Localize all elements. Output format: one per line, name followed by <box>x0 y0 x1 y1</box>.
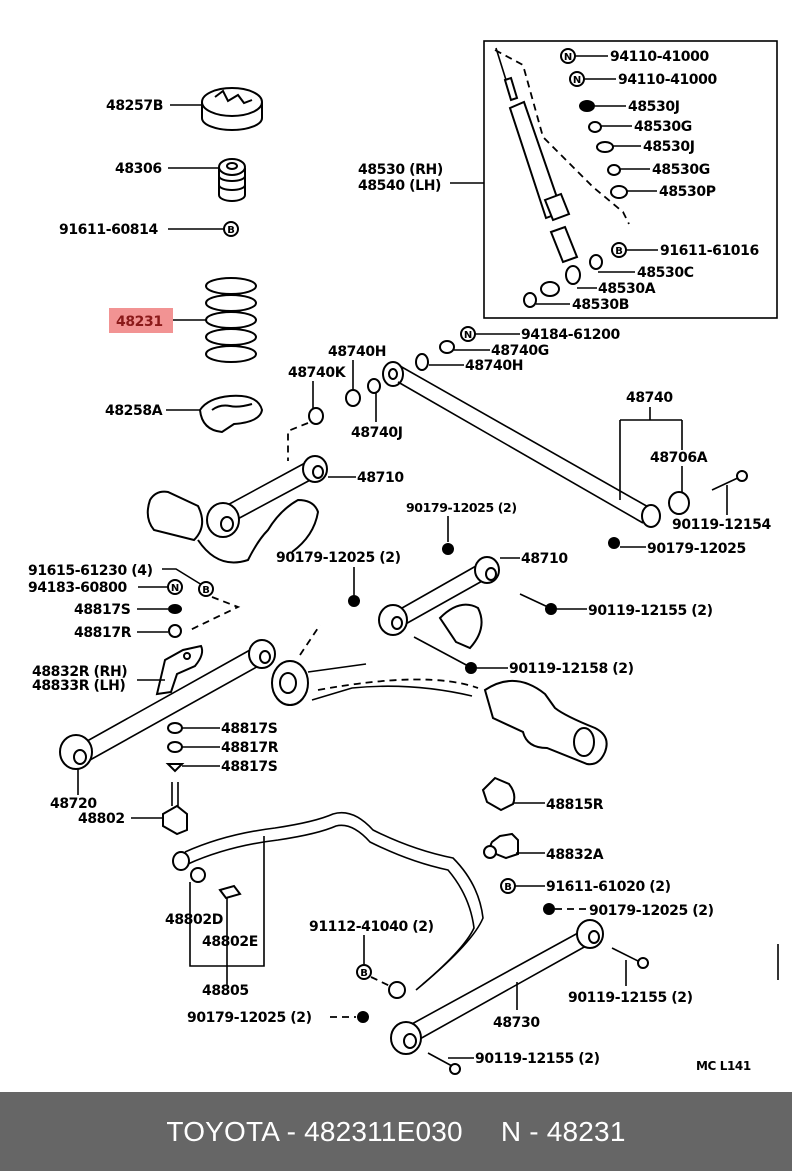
svg-text:N: N <box>464 330 472 341</box>
part-label[interactable]: 48530A <box>598 281 656 297</box>
part-label[interactable]: 48530B <box>572 297 629 313</box>
part-label[interactable]: 48817S <box>221 721 278 737</box>
upper-arm-48710-right-drawing <box>378 556 500 650</box>
bolt-symbol-icon: B <box>356 964 372 980</box>
shock-absorber-drawing <box>494 47 630 308</box>
part-label[interactable]: 48258A <box>105 403 163 419</box>
part-label[interactable]: 48832A <box>546 847 604 863</box>
spring-seat-48258A-drawing <box>198 394 264 434</box>
bushing-48815R-drawing <box>481 776 516 812</box>
part-label[interactable]: 48740K <box>288 365 347 381</box>
part-label[interactable]: 90179-12025 (2) <box>406 500 517 515</box>
bolt-symbol-icon: B <box>223 221 239 237</box>
svg-text:N: N <box>171 583 179 594</box>
part-label[interactable]: 48802 <box>78 811 125 827</box>
part-label[interactable]: 48306 <box>115 161 162 177</box>
part-label[interactable]: 48530C <box>637 265 694 281</box>
highlighted-part-label[interactable]: 48231 <box>116 314 163 330</box>
nut-symbol-icon: N <box>460 326 476 342</box>
diagram-code: MC L141 <box>696 1059 751 1073</box>
part-label[interactable]: 48740 <box>626 390 674 406</box>
parts-diagram: N N B 94110-41000 94110-41000 48530J 485… <box>28 40 779 1075</box>
stabilizer-bar-drawing <box>172 811 484 999</box>
part-label[interactable]: 91611-60814 <box>59 222 159 238</box>
part-label[interactable]: 90119-12155 (2) <box>588 603 713 619</box>
part-label[interactable]: 48530J <box>628 99 680 115</box>
part-label[interactable]: 48740H <box>465 358 523 374</box>
reference-number: N - 48231 <box>500 1115 626 1147</box>
svg-text:B: B <box>615 246 623 257</box>
part-label[interactable]: 48805 <box>202 983 249 999</box>
part-label[interactable]: 48730 <box>493 1015 541 1031</box>
bracket-48832A-drawing <box>483 832 519 860</box>
bolt-symbol-icon: B <box>611 242 627 258</box>
axle-housing-drawing <box>271 624 608 766</box>
bump-stopper-48257B-drawing <box>201 87 263 131</box>
part-label[interactable]: 48815R <box>546 797 604 813</box>
part-label[interactable]: 90119-12155 (2) <box>475 1051 600 1067</box>
bracket-48832R-drawing <box>155 644 204 696</box>
nut-symbol-icon: N <box>167 579 183 595</box>
part-label[interactable]: 90119-12154 <box>672 517 772 533</box>
bumper-48306-drawing <box>218 158 246 202</box>
part-label[interactable]: 90179-12025 <box>647 541 746 557</box>
part-label[interactable]: 48706A <box>650 450 708 466</box>
part-label[interactable]: 48740G <box>491 343 549 359</box>
bolt-symbol-icon: B <box>500 878 516 894</box>
svg-text:N: N <box>564 52 572 63</box>
bolt-symbol-icon: B <box>198 581 214 597</box>
part-label[interactable]: 48720 <box>50 796 98 812</box>
part-label[interactable]: 48740J <box>351 425 403 441</box>
part-label[interactable]: 48817R <box>221 740 279 756</box>
part-label[interactable]: 48802D <box>165 912 223 928</box>
lower-arm-48720-drawing <box>59 639 276 770</box>
nut-symbol-icon: N <box>560 48 576 64</box>
inset-border <box>483 40 778 319</box>
part-label[interactable]: 48833R (LH) <box>32 678 126 694</box>
svg-text:B: B <box>504 882 512 893</box>
part-info-footer: TOYOTA - 482311E030 N - 48231 <box>0 1092 792 1171</box>
part-label[interactable]: 94110-41000 <box>618 72 718 88</box>
part-label[interactable]: 90119-12158 (2) <box>509 661 634 677</box>
part-label[interactable]: 94184-61200 <box>521 327 621 343</box>
lateral-rod-48740-drawing <box>382 361 748 528</box>
upper-arm-48710-drawing <box>146 455 328 564</box>
part-label[interactable]: 48530J <box>643 139 695 155</box>
part-label[interactable]: 91112-41040 (2) <box>309 919 434 935</box>
part-label[interactable]: 48530P <box>659 184 716 200</box>
part-label[interactable]: 48817S <box>221 759 278 775</box>
part-label[interactable]: 90119-12155 (2) <box>568 990 693 1006</box>
part-label[interactable]: 90179-12025 (2) <box>276 550 401 566</box>
svg-text:N: N <box>573 75 581 86</box>
shock-absorber-inset: N N B 94110-41000 94110-41000 48530J 485… <box>483 40 778 319</box>
part-label[interactable]: 90179-12025 (2) <box>589 903 714 919</box>
part-label[interactable]: 48257B <box>106 98 163 114</box>
part-label[interactable]: 91615-61230 (4) <box>28 563 153 579</box>
svg-text:B: B <box>202 585 210 596</box>
part-label[interactable]: 48817R <box>74 625 132 641</box>
part-label[interactable]: 48530 (RH) <box>358 162 443 178</box>
part-label[interactable]: 48710 <box>357 470 405 486</box>
part-label[interactable]: 48530G <box>634 119 692 135</box>
brand-part-number: TOYOTA - 482311E030 <box>166 1115 463 1147</box>
part-label[interactable]: 90179-12025 (2) <box>187 1010 312 1026</box>
svg-text:B: B <box>360 968 368 979</box>
highlight-48231 <box>109 308 173 333</box>
part-label[interactable]: 48530G <box>652 162 710 178</box>
part-label[interactable]: 48817S <box>74 602 131 618</box>
part-label[interactable]: 48832R (RH) <box>32 664 128 680</box>
part-label[interactable]: 48710 <box>521 551 569 567</box>
part-label[interactable]: 48802E <box>202 934 258 950</box>
coil-spring-48231-drawing <box>205 277 257 363</box>
part-label[interactable]: 91611-61020 (2) <box>546 879 671 895</box>
nut-symbol-icon: N <box>569 71 585 87</box>
part-label[interactable]: 91611-61016 <box>660 243 759 259</box>
lower-arm-48730-drawing <box>390 919 649 1075</box>
part-label[interactable]: 94110-41000 <box>610 49 710 65</box>
part-label[interactable]: 48740H <box>328 344 386 360</box>
stabilizer-link-48802-drawing <box>162 782 188 836</box>
part-label[interactable]: 48540 (LH) <box>358 178 441 194</box>
svg-text:B: B <box>227 225 235 236</box>
part-label[interactable]: 94183-60800 <box>28 580 128 596</box>
